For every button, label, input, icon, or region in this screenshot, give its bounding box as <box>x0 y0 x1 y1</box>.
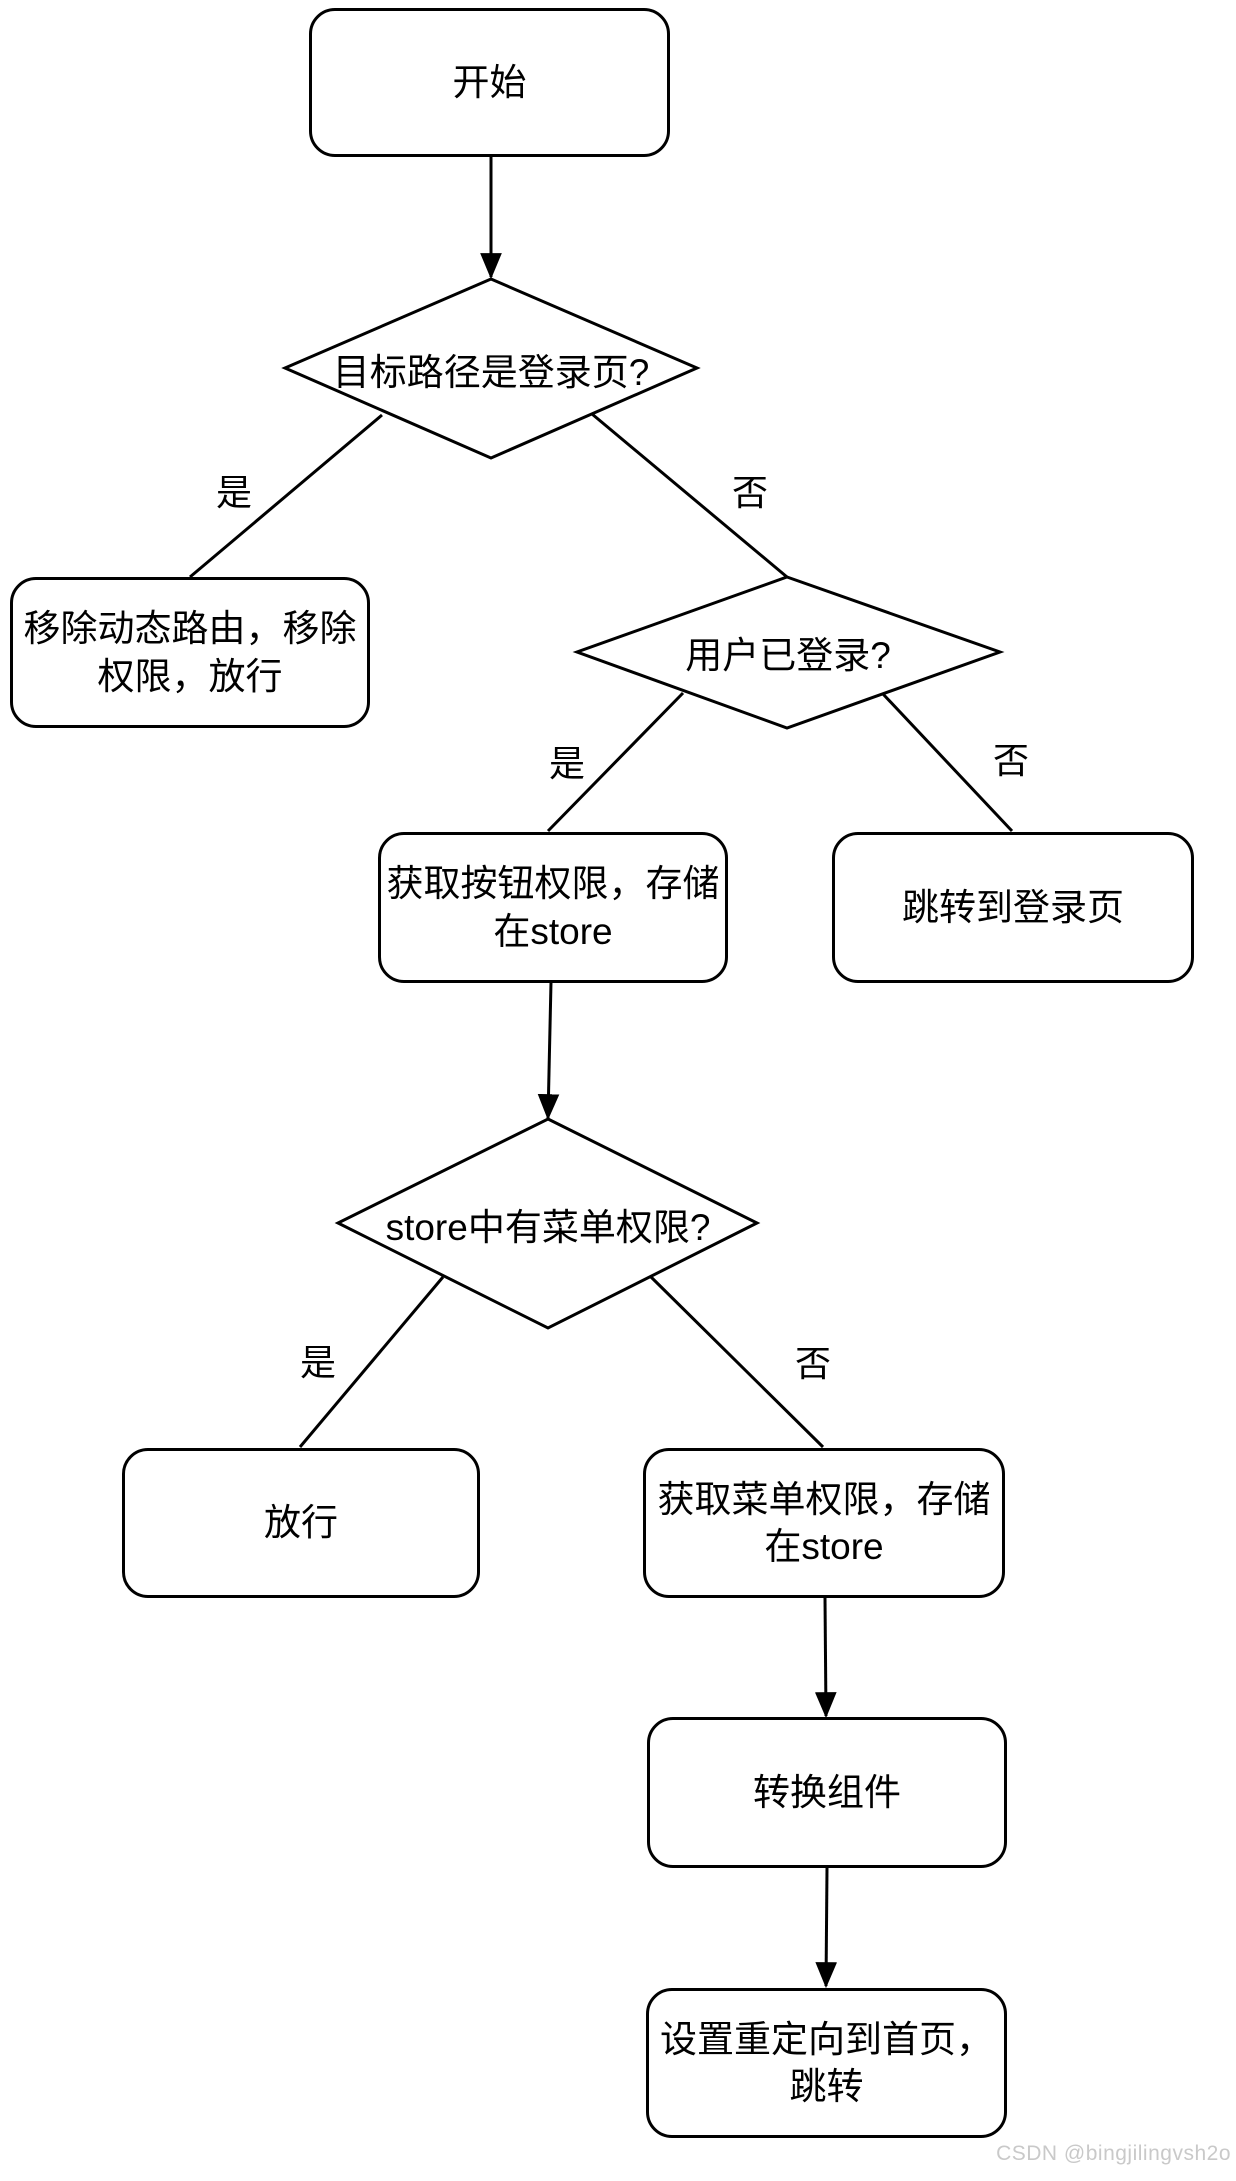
node-set-redirect-line2: 跳转 <box>789 2066 864 2107</box>
node-goto-login-label: 跳转到登录页 <box>902 886 1124 928</box>
node-get-menu-perms: 获取菜单权限，存储 在store <box>643 1448 1005 1598</box>
edge-label-check-login-page-no: 否 <box>731 472 769 513</box>
watermark-text: CSDN @bingjilingvsh2o <box>996 2142 1231 2165</box>
edge-check-login-page-no <box>591 412 788 579</box>
edge-check-logged-in-no <box>881 692 1014 833</box>
edge-convert-to-set-redirect <box>815 1867 838 1989</box>
edge-check-store-menu-yes <box>298 1276 445 1448</box>
edge-get-button-perms-to-check-store-menu <box>537 981 560 1121</box>
node-get-menu-perms-line1: 获取菜单权限，存储 <box>657 1478 991 1520</box>
node-start: 开始 <box>309 8 670 157</box>
diamond-check-login-page <box>281 277 701 460</box>
node-remove-routes: 移除动态路由，移除 权限，放行 <box>10 577 370 728</box>
edge-get-menu-perms-to-convert <box>814 1597 837 1719</box>
node-pass: 放行 <box>122 1448 480 1598</box>
edge-label-check-store-menu-yes: 是 <box>299 1342 337 1383</box>
edge-label-check-store-menu-no: 否 <box>794 1343 832 1384</box>
node-pass-label: 放行 <box>264 1502 338 1544</box>
node-convert-components: 转换组件 <box>647 1717 1007 1868</box>
node-remove-routes-line1: 移除动态路由，移除 <box>23 608 357 650</box>
diamond-check-login-page-label: 目标路径是登录页? <box>332 352 650 393</box>
edge-label-check-logged-in-no: 否 <box>992 740 1030 781</box>
node-convert-components-label: 转换组件 <box>753 1771 901 1813</box>
node-get-button-perms: 获取按钮权限，存储 在store <box>378 832 728 983</box>
edge-check-logged-in-yes <box>546 691 685 833</box>
node-start-label: 开始 <box>452 61 527 103</box>
node-get-button-perms-line2: 在store <box>493 910 613 952</box>
edge-check-store-menu-no <box>648 1274 825 1449</box>
node-goto-login: 跳转到登录页 <box>832 832 1194 983</box>
diamond-check-store-menu <box>334 1117 761 1330</box>
node-remove-routes-line2: 权限，放行 <box>97 655 283 697</box>
node-get-button-perms-line1: 获取按钮权限，存储 <box>386 863 720 905</box>
edge-check-login-page-yes <box>189 413 383 579</box>
edge-label-check-logged-in-yes: 是 <box>548 743 586 784</box>
diamond-check-logged-in <box>572 575 1005 730</box>
node-set-redirect: 设置重定向到首页， 跳转 <box>646 1988 1007 2138</box>
node-get-menu-perms-line2: 在store <box>764 1526 884 1567</box>
diamond-check-store-menu-label: store中有菜单权限? <box>385 1207 711 1248</box>
edge-label-check-login-page-yes: 是 <box>215 472 253 513</box>
diamond-check-logged-in-label: 用户已登录? <box>685 635 891 676</box>
node-set-redirect-line1: 设置重定向到首页， <box>660 2018 993 2060</box>
